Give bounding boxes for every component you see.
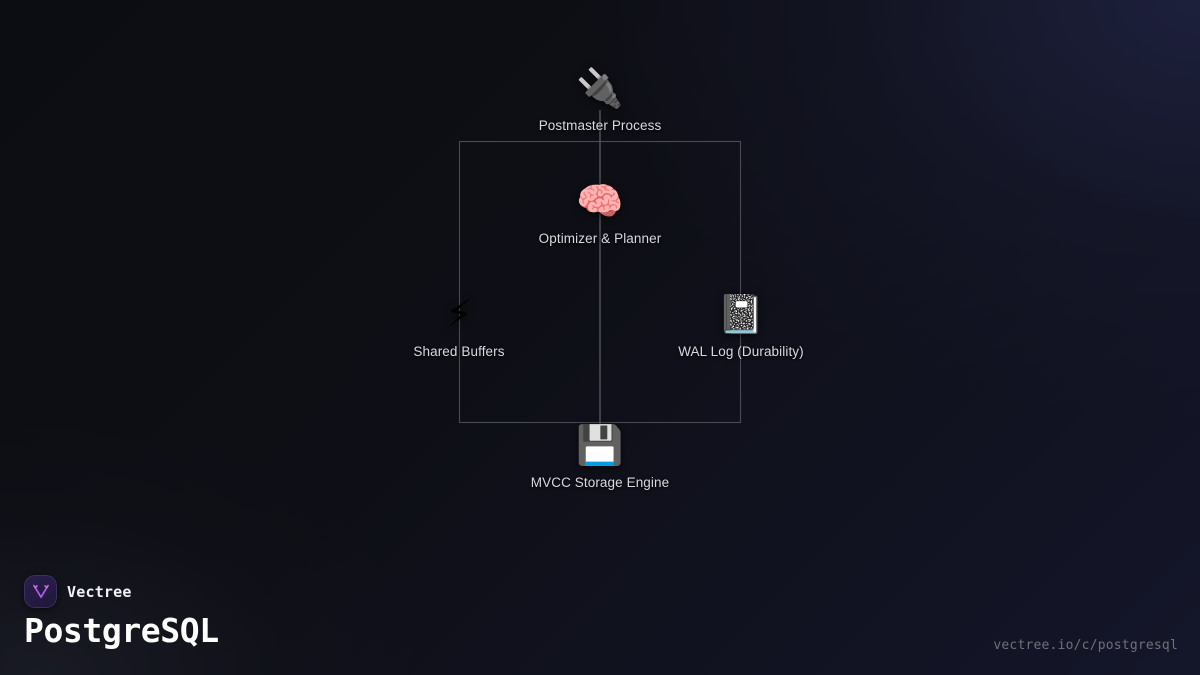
notebook-icon: 📓 [717, 292, 765, 336]
high-voltage-icon: ⚡ [445, 292, 473, 336]
node-optimizer-planner[interactable]: 🧠 Optimizer & Planner [490, 175, 710, 246]
node-postmaster-process[interactable]: 🔌 Postmaster Process [490, 62, 710, 133]
node-label: MVCC Storage Engine [530, 475, 670, 490]
node-shared-buffers[interactable]: ⚡ Shared Buffers [349, 288, 569, 359]
node-wal-log[interactable]: 📓 WAL Log (Durability) [631, 288, 851, 359]
node-label: WAL Log (Durability) [678, 344, 804, 359]
brain-icon: 🧠 [576, 179, 624, 223]
footer: Vectree PostgreSQL vectree.io/c/postgres… [0, 565, 1200, 675]
site-url: vectree.io/c/postgresql [993, 638, 1178, 653]
floppy-disk-icon: 💾 [576, 423, 624, 467]
node-label: Optimizer & Planner [538, 231, 662, 246]
brand-name: Vectree [67, 582, 132, 601]
node-label: Postmaster Process [538, 118, 662, 133]
node-label: Shared Buffers [413, 344, 505, 359]
vectree-logo-icon [24, 575, 57, 608]
page-title: PostgreSQL [24, 611, 219, 650]
node-mvcc-storage-engine[interactable]: 💾 MVCC Storage Engine [490, 419, 710, 490]
brand[interactable]: Vectree [24, 575, 132, 608]
electric-plug-icon: 🔌 [576, 66, 624, 110]
